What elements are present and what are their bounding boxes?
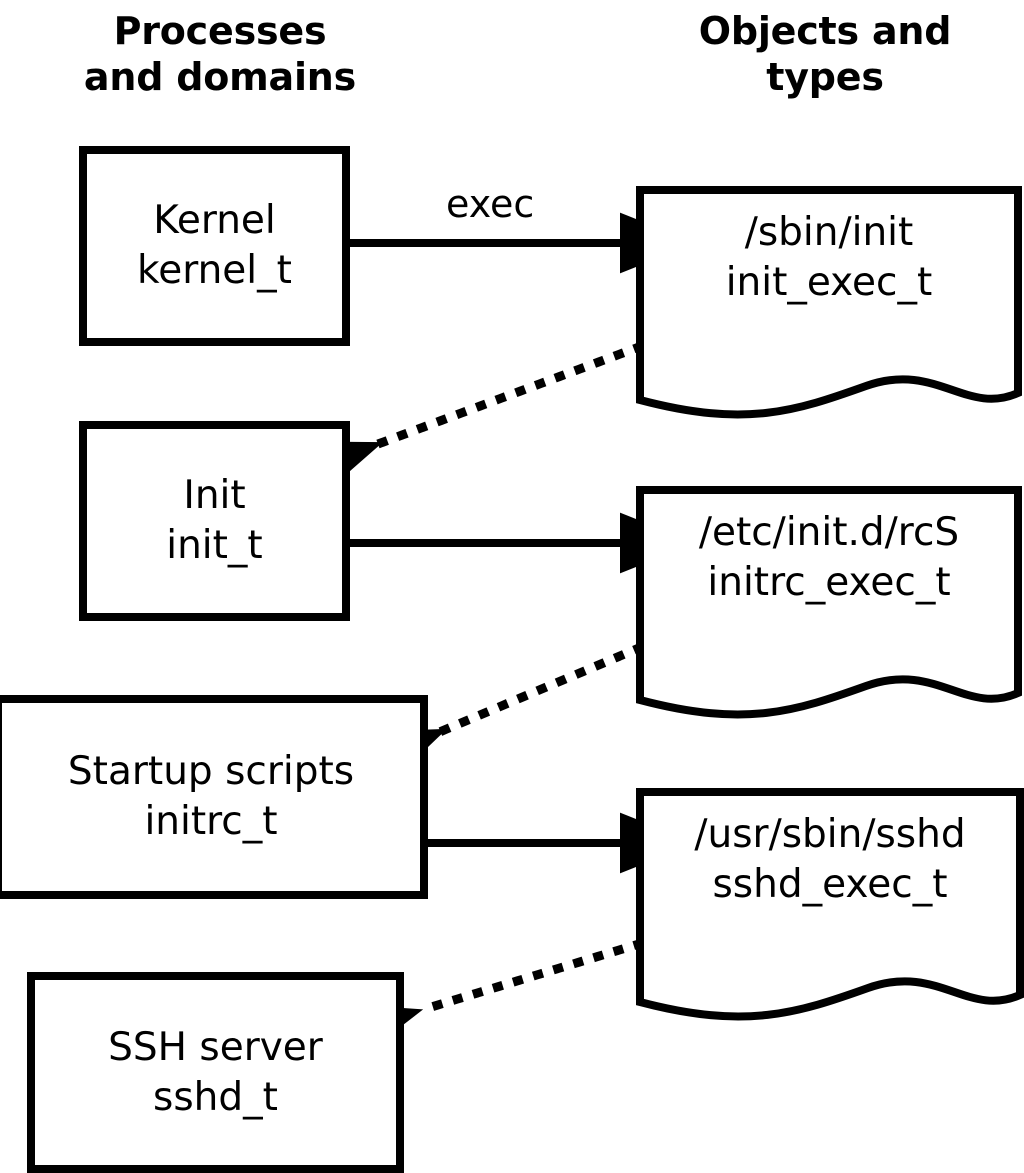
column-heading-objects: Objects and types <box>698 9 952 99</box>
process-name-kernel: Kernel <box>153 198 276 243</box>
object-path-sbin-init: /sbin/init <box>744 210 914 255</box>
object-type-initrc-exec-t: initrc_exec_t <box>707 560 951 605</box>
process-box-startup-scripts[interactable]: Startup scripts initrc_t <box>0 695 428 899</box>
process-type-kernel: kernel_t <box>137 248 292 293</box>
object-type-init-exec-t: init_exec_t <box>725 260 933 305</box>
process-name-startup-scripts: Startup scripts <box>67 749 355 794</box>
process-type-ssh-server: sshd_t <box>153 1074 278 1120</box>
column-heading-processes: Processes and domains <box>83 9 357 99</box>
process-type-startup-scripts: initrc_t <box>144 799 278 844</box>
document-shape-icon <box>636 486 1022 719</box>
process-box-init[interactable]: Init init_t <box>79 421 350 621</box>
object-shape-sbin-init[interactable]: /sbin/init init_exec_t <box>636 186 1022 432</box>
process-box-kernel[interactable]: Kernel kernel_t <box>79 146 350 346</box>
edge-label-exec: exec <box>446 182 535 226</box>
object-shape-etc-initd-rcs[interactable]: /etc/init.d/rcS initrc_exec_t <box>636 486 1022 732</box>
edge-transition-init-exec-to-init <box>281 341 645 509</box>
edge-transition-initrc-exec-to-initrc <box>345 642 645 799</box>
process-box-ssh-server[interactable]: SSH server sshd_t <box>27 972 404 1173</box>
object-path-etc-initd-rcs: /etc/init.d/rcS <box>698 510 960 555</box>
object-type-sshd-exec-t: sshd_exec_t <box>712 862 948 907</box>
object-path-usr-sbin-sshd: /usr/sbin/sshd <box>694 812 966 857</box>
process-type-init: init_t <box>166 523 263 568</box>
process-name-init: Init <box>183 473 246 518</box>
process-name-ssh-server: SSH server <box>108 1024 323 1070</box>
document-shape-icon <box>636 788 1024 1021</box>
object-shape-usr-sbin-sshd[interactable]: /usr/sbin/sshd sshd_exec_t <box>636 788 1024 1034</box>
edge-transition-sshd-exec-to-sshd <box>322 938 645 1072</box>
document-shape-icon <box>636 186 1022 419</box>
